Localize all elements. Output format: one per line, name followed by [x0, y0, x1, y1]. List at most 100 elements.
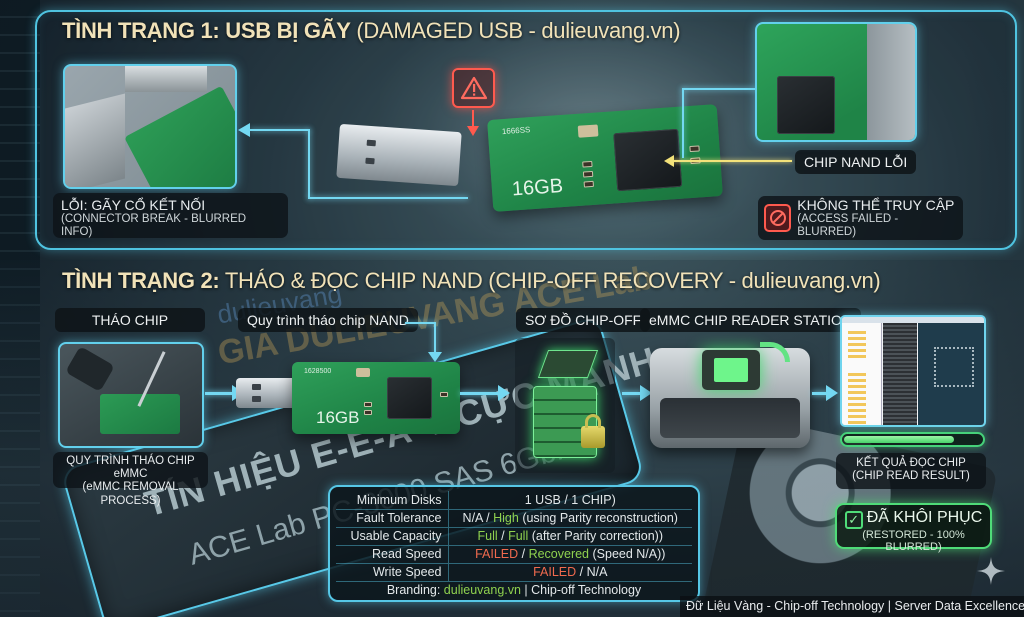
pcb-serial: 1628500 — [304, 368, 332, 375]
section1-title-bold: TÌNH TRẠNG 1: USB BỊ GÃY — [62, 18, 351, 43]
section1-title: TÌNH TRẠNG 1: USB BỊ GÃY (DAMAGED USB - … — [62, 18, 681, 44]
crystal — [577, 124, 599, 138]
lock-icon — [581, 414, 605, 448]
output-arrow-icon — [760, 342, 790, 362]
folder-list — [848, 373, 866, 425]
chip-floating-icon — [537, 350, 599, 378]
footer-caption: Đữ Liệu Vàng - Chip-off Technology | Ser… — [680, 596, 1024, 617]
arrow-left-yellow-icon — [664, 155, 674, 167]
flow-arrow-3 — [622, 392, 642, 395]
zoom-line-v — [682, 88, 684, 158]
plug-hole — [366, 139, 376, 147]
read-result-label: KẾT QUẢ ĐỌC CHIP (CHIP READ RESULT) — [836, 453, 986, 489]
spec-value: N/A / High (using Parity reconstruction) — [462, 511, 678, 525]
chipoff-diagram-panel — [515, 338, 615, 473]
reader-front-panel — [660, 398, 800, 438]
lock-shackle — [585, 414, 601, 428]
crystal — [356, 368, 370, 377]
removal-process-subtitle: (eMMC REMOVAL PROCESS) — [82, 481, 179, 507]
prohibited-icon — [764, 204, 792, 232]
glowing-chip — [714, 358, 748, 382]
plug-hole — [365, 157, 375, 165]
flow-arrow-2 — [460, 392, 500, 395]
smd — [440, 392, 448, 397]
pcb-capacity-label: 16GB — [316, 408, 360, 427]
screen-chip-map — [918, 323, 984, 425]
plug-hole — [252, 384, 261, 390]
connector-error-subtitle: (CONNECTOR BREAK - BLURRED INFO) — [61, 213, 247, 239]
arrow-left-icon — [238, 123, 250, 137]
chip-nand-error-label: CHIP NAND LỖI — [795, 150, 917, 174]
step-remove-chip: THÁO CHIP — [55, 308, 205, 332]
server-rack-left — [0, 0, 40, 617]
smd — [364, 402, 372, 407]
process-arrow-v — [434, 322, 436, 356]
branding-suffix: | Chip-off Technology — [520, 583, 642, 598]
arrow-right-icon — [498, 385, 510, 401]
screen-tree-pane — [842, 323, 882, 425]
spec-key: Read Speed — [336, 545, 449, 563]
access-failed-title: KHÔNG THỂ TRUY CẬP — [797, 196, 955, 213]
nand-closeup-photo — [755, 22, 917, 142]
pcb-serial: 1666SS — [501, 125, 531, 137]
restored-title: ĐÃ KHÔI PHỤC — [866, 509, 983, 526]
section2-title-bold: TÌNH TRẠNG 2: — [62, 268, 220, 293]
usb-pcb: 1628500 16GB — [292, 362, 460, 434]
damaged-pcb: 1666SS 16GB — [487, 104, 723, 212]
recovery-software-screen — [840, 315, 986, 427]
read-result-subtitle: (CHIP READ RESULT) — [852, 470, 970, 483]
spec-value: 1 USB / 1 CHIP) — [524, 492, 616, 507]
read-progress-bar — [840, 432, 985, 447]
spec-key: Fault Tolerance — [336, 509, 449, 527]
spec-key: Minimum Disks — [336, 491, 449, 509]
step-nand-process: Quy trình tháo chip NAND — [238, 308, 418, 332]
reader-socket — [702, 350, 760, 390]
smd — [583, 180, 594, 188]
process-arrow-h — [405, 322, 435, 324]
nand-chip — [387, 377, 432, 419]
connector-error-label: LỖI: GÃY CỔ KẾT NỐI (CONNECTOR BREAK - B… — [53, 193, 288, 238]
broken-plug — [65, 93, 125, 187]
smd — [364, 410, 372, 415]
branding-site: dulieuvang.vn — [443, 583, 521, 598]
arrow-down-icon — [428, 352, 442, 362]
pcb-capacity-label: 16GB — [511, 175, 564, 201]
access-failed-subtitle: (ACCESS FAILED - BLURRED) — [797, 212, 899, 239]
step-chipoff-diagram: SƠ ĐỒ CHIP-OFF — [516, 308, 651, 332]
broken-connector-photo — [63, 64, 237, 189]
arrow-down-icon — [467, 126, 479, 136]
arrow-right-icon — [640, 385, 652, 401]
closeup-chip — [777, 76, 835, 134]
spec-row: Minimum Disks 1 USB / 1 CHIP) — [336, 491, 692, 509]
section1-title-light: (DAMAGED USB - dulieuvang.vn) — [350, 18, 681, 43]
spec-row: Fault Tolerance N/A / High (using Parity … — [336, 509, 692, 527]
smd — [582, 170, 594, 178]
restored-subtitle: (RESTORED - 100% BLURRED) — [862, 529, 965, 553]
removal-process-title: QUY TRÌNH THÁO CHIP eMMC — [66, 455, 195, 481]
warning-triangle-icon — [452, 68, 495, 108]
spec-key: Usable Capacity — [336, 527, 449, 545]
chip-label-line — [672, 160, 792, 162]
usb-plug — [236, 378, 296, 408]
branding-prefix: Branding: — [386, 583, 444, 598]
removal-process-label: QUY TRÌNH THÁO CHIP eMMC (eMMC REMOVAL P… — [53, 452, 208, 507]
read-result-title: KẾT QUẢ ĐỌC CHIP — [856, 457, 966, 469]
broken-pcb — [124, 85, 235, 187]
connector-shell — [125, 66, 207, 92]
connector-arrow-line — [250, 129, 310, 131]
connector-error-title: LỖI: GÃY CỔ KẾT NỐI — [61, 197, 206, 213]
connector-arrow-line-v — [308, 129, 310, 199]
warning-arrow-line — [472, 110, 474, 128]
branding-row: Branding: dulieuvang.vn | Chip-off Techn… — [336, 581, 692, 599]
spec-key: Write Speed — [336, 563, 449, 581]
read-progress-fill — [844, 436, 954, 443]
emmc-reader-device — [650, 348, 810, 448]
section2-title-light: THÁO & ĐỌC CHIP NAND (CHIP-OFF RECOVERY … — [219, 268, 881, 293]
arrow-right-icon — [826, 385, 838, 401]
closeup-connector — [867, 24, 915, 140]
sparkle-icon — [977, 557, 1005, 585]
access-failed-label: KHÔNG THỂ TRUY CẬP (ACCESS FAILED - BLUR… — [758, 196, 963, 240]
section2-title: TÌNH TRẠNG 2: THÁO & ĐỌC CHIP NAND (CHIP… — [62, 268, 881, 294]
